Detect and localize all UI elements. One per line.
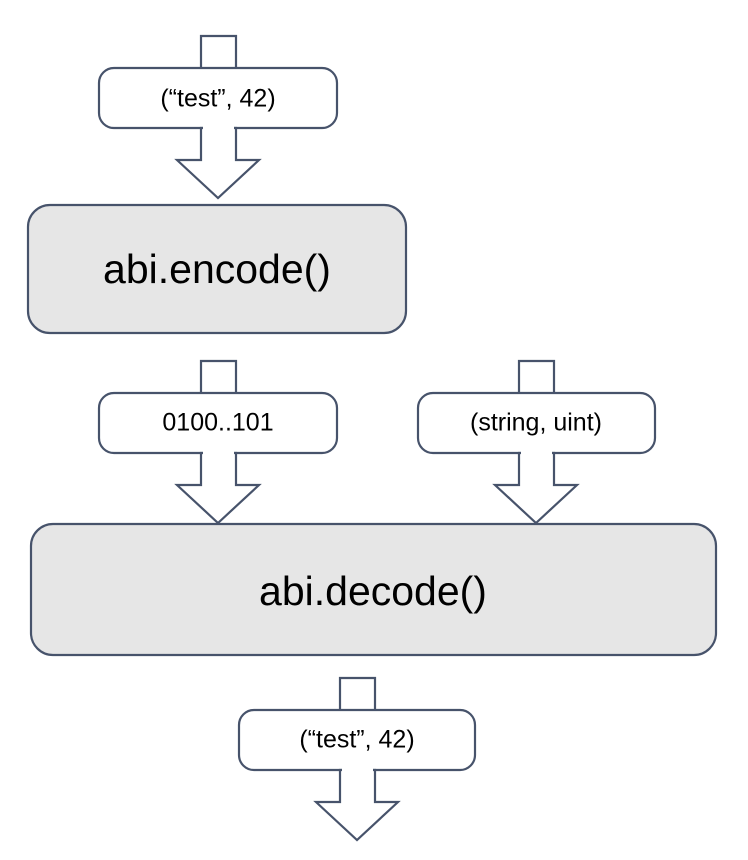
arrow-tail-mask xyxy=(203,120,234,132)
node-abi-encode-label: abi.encode() xyxy=(103,246,331,292)
block-arrow-shape xyxy=(174,126,262,200)
node-abi-decode-label: abi.decode() xyxy=(259,568,487,614)
block-arrow-shape xyxy=(313,768,401,842)
node-type-tuple[interactable]: (string, uint) xyxy=(416,391,657,455)
node-type-tuple-label: (string, uint) xyxy=(470,409,602,437)
node-output-tuple[interactable]: (“test”, 42) xyxy=(237,708,477,772)
connector-output-arrow-out xyxy=(313,762,401,842)
arrow-tail-mask xyxy=(521,445,552,457)
node-output-tuple-label: (“test”, 42) xyxy=(299,726,414,754)
node-encoded-bytes-label: 0100..101 xyxy=(162,409,273,437)
node-abi-encode-shape[interactable] xyxy=(26,203,408,335)
arrow-tail-mask xyxy=(203,445,234,457)
arrow-tail-mask xyxy=(342,762,373,774)
connector-encoded-bytes-to-abi-decode xyxy=(174,445,262,525)
block-arrow-shape xyxy=(174,451,262,525)
node-abi-encode[interactable]: abi.encode() xyxy=(26,203,408,335)
node-abi-decode-shape[interactable] xyxy=(29,522,718,657)
block-arrow-shape xyxy=(492,451,580,525)
node-input-tuple-label: (“test”, 42) xyxy=(160,85,275,113)
node-abi-decode[interactable]: abi.decode() xyxy=(29,522,718,657)
connector-input-tuple-to-abi-encode xyxy=(174,120,262,200)
node-input-tuple[interactable]: (“test”, 42) xyxy=(97,66,339,130)
node-encoded-bytes[interactable]: 0100..101 xyxy=(97,391,339,455)
connector-type-tuple-to-abi-decode xyxy=(492,445,580,525)
